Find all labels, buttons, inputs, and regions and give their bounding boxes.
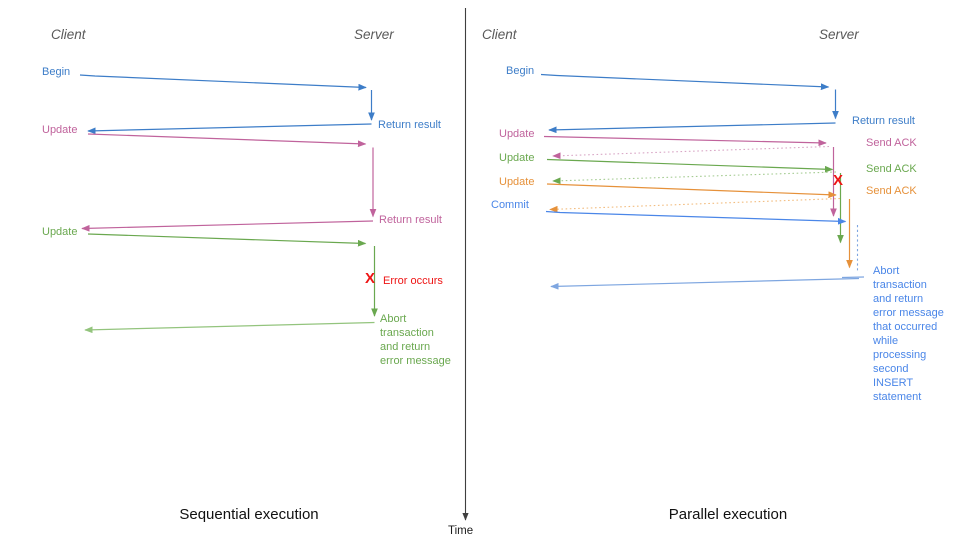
par-update-1-label: Update [499, 128, 535, 140]
par-commit-request-arrow [545, 210, 847, 225]
par-server-header: Server [819, 27, 859, 42]
seq-update1-response-arrow [81, 220, 374, 232]
seq-begin-request-arrow [79, 74, 367, 91]
par-send-ack-1-label: Send ACK [866, 137, 917, 149]
par-begin-request-arrow [540, 73, 830, 91]
seq-client-header: Client [51, 27, 86, 42]
par-send-ack-3-label: Send ACK [866, 185, 917, 197]
par-update1-ack-dotted-arrow [552, 145, 830, 160]
time-axis-label: Time [448, 525, 474, 537]
par-update-2-label: Update [499, 152, 535, 164]
par-client-header: Client [482, 27, 517, 42]
par-update3-request-arrow [546, 183, 837, 199]
par-update-3-label: Update [499, 176, 535, 188]
par-update2-ack-dotted-arrow [552, 171, 837, 185]
seq-error-occurs-label: Error occurs [383, 275, 443, 287]
par-abort-note: Abort transaction and return error messa… [873, 265, 944, 403]
seq-return-result-2-label: Return result [379, 214, 442, 226]
seq-error-x-icon: X [365, 270, 376, 287]
par-abort-response-arrow [550, 277, 860, 290]
par-send-ack-2-label: Send ACK [866, 163, 917, 175]
par-commit-label: Commit [491, 199, 529, 211]
seq-abort-response-arrow [84, 321, 375, 334]
seq-abort-note: Abort transaction and return error messa… [380, 313, 451, 367]
seq-update-2-label: Update [42, 226, 78, 238]
seq-update1-request-arrow [87, 133, 367, 148]
seq-update-1-label: Update [42, 124, 78, 136]
par-update1-request-arrow [543, 135, 827, 147]
par-return-result-label: Return result [852, 115, 915, 127]
seq-update2-request-arrow [87, 233, 367, 247]
par-update3-ack-dotted-arrow [549, 197, 841, 213]
seq-begin-label: Begin [42, 66, 71, 78]
par-abort-event-line [841, 276, 865, 279]
seq-begin-response-arrow [87, 123, 372, 135]
par-begin-response-arrow [548, 122, 836, 134]
seq-caption: Sequential execution [179, 506, 319, 523]
par-error-x-icon: X [833, 172, 844, 189]
par-begin-label: Begin [506, 65, 535, 77]
par-update2-request-arrow [546, 158, 834, 173]
par-caption: Parallel execution [668, 506, 788, 523]
seq-server-header: Server [354, 27, 394, 42]
seq-return-result-1-label: Return result [378, 119, 441, 131]
